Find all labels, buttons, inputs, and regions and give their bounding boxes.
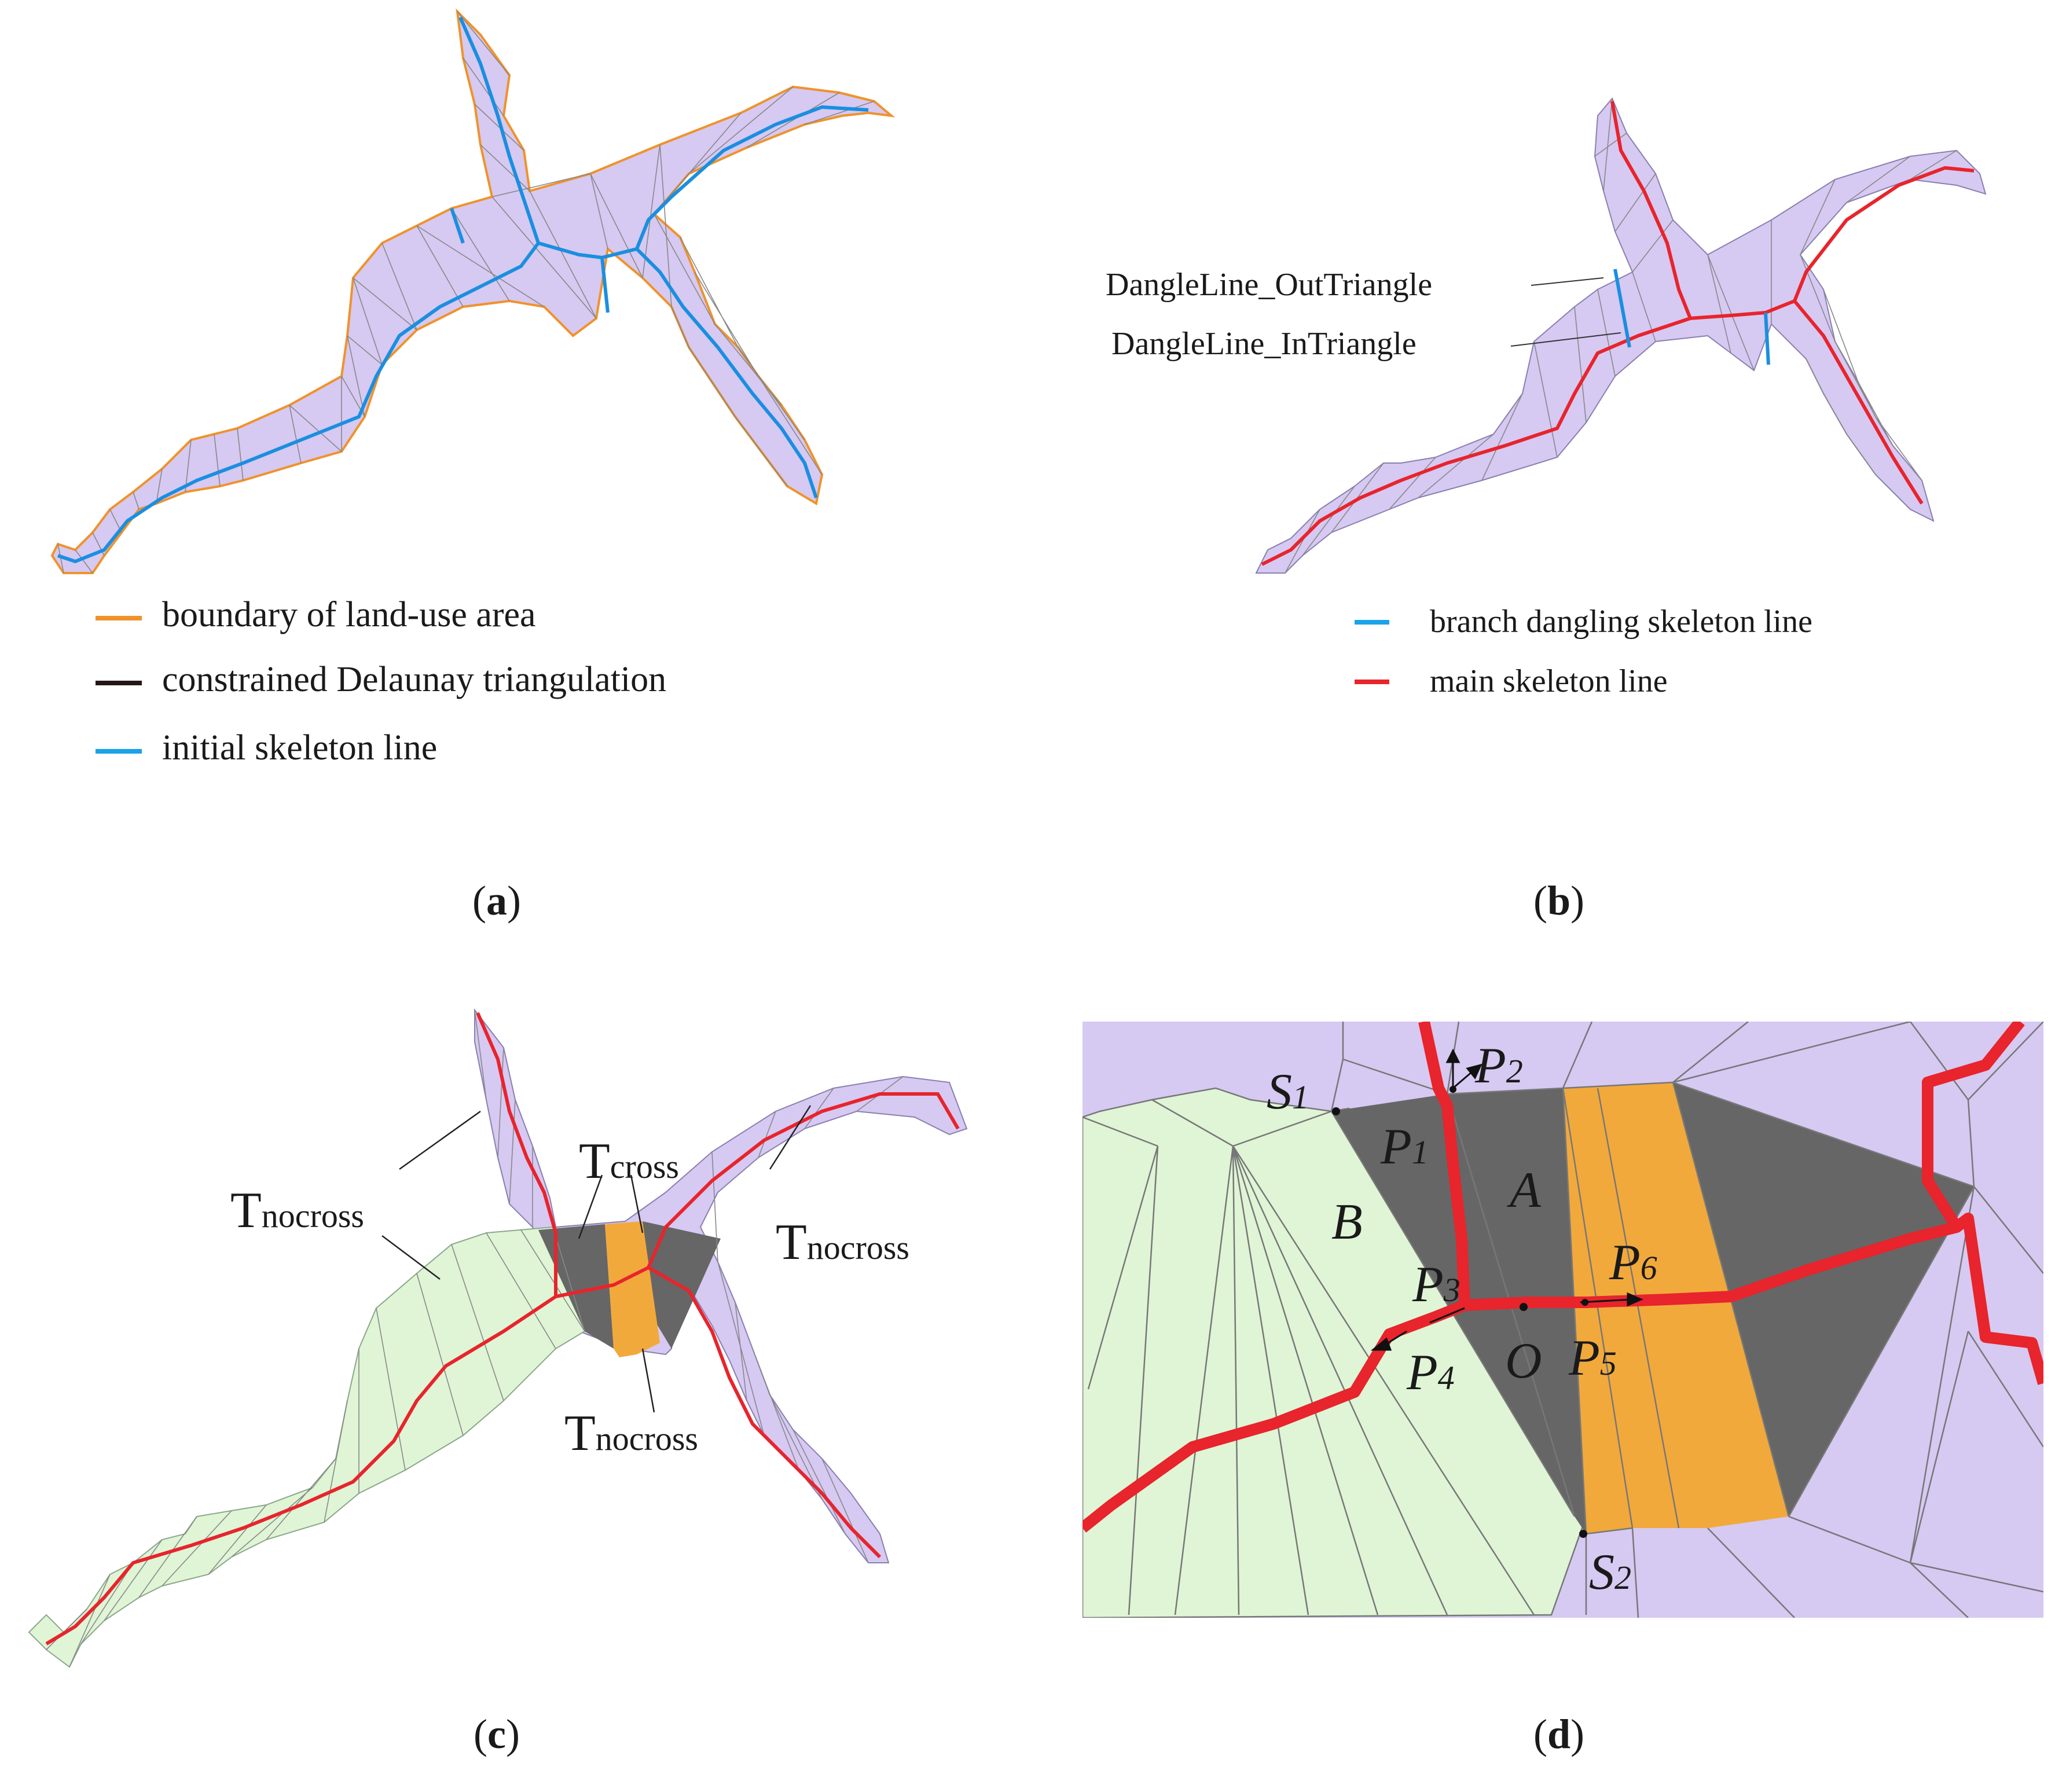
- panel-b: DangleLine_OutTriangle DangleLine_InTria…: [1106, 97, 1987, 924]
- panel-a-skeleton: [57, 16, 869, 563]
- label-t-cross: Tcross: [579, 1133, 679, 1189]
- legend-label-boundary: boundary of land-use area: [162, 595, 536, 634]
- label-p5: P5: [1568, 1330, 1617, 1386]
- callout-out-triangle: DangleLine_OutTriangle: [1106, 267, 1432, 303]
- label-t-nocross-left: Tnocross: [230, 1183, 364, 1239]
- callout-in-leader: [1510, 332, 1621, 347]
- label-b: B: [1331, 1194, 1363, 1250]
- label-t-nocross-right: Tnocross: [776, 1214, 909, 1270]
- panel-c-skeleton: [45, 1012, 960, 1646]
- caption-c: (c): [474, 1711, 520, 1757]
- label-s2: S2: [1589, 1544, 1631, 1600]
- panel-b-legend: branch dangling skeleton line main skele…: [1355, 604, 1812, 699]
- label-o: O: [1505, 1333, 1542, 1389]
- panel-a: boundary of land-use area constrained De…: [50, 8, 896, 924]
- label-t-nocross-bottom: Tnocross: [564, 1405, 698, 1461]
- panel-a-legend: boundary of land-use area constrained De…: [96, 595, 666, 768]
- panel-d-arrows: [1370, 1048, 1643, 1351]
- caption-b: (b): [1533, 877, 1584, 924]
- label-s1: S1: [1267, 1064, 1309, 1120]
- panel-d-labels: S1 S2 P2 P1 P3 P4 P5 P6 O A B: [1267, 1038, 1657, 1600]
- panel-c-labels: Tnocross Tcross Tnocross Tnocross: [230, 1133, 909, 1461]
- callout-out-leader: [1531, 277, 1604, 286]
- panel-d-orange-band: [1563, 1082, 1789, 1534]
- legend-label-branch: branch dangling skeleton line: [1430, 604, 1812, 640]
- panel-d: S1 S2 P2 P1 P3 P4 P5 P6 O A B (d): [1082, 1022, 2043, 1757]
- panel-b-polygon: [1255, 97, 1987, 574]
- panel-b-callouts: DangleLine_OutTriangle DangleLine_InTria…: [1106, 267, 1621, 362]
- legend-label-triangulation: constrained Delaunay triangulation: [162, 660, 666, 699]
- panel-a-triangulation: [57, 11, 875, 574]
- label-p3: P3: [1412, 1257, 1460, 1313]
- label-p4: P4: [1406, 1345, 1455, 1401]
- panel-c: Tnocross Tcross Tnocross Tnocross (c): [28, 1008, 968, 1757]
- legend-label-skeleton: initial skeleton line: [162, 728, 437, 768]
- label-p6: P6: [1609, 1235, 1657, 1291]
- label-a: A: [1507, 1162, 1542, 1218]
- legend-label-main: main skeleton line: [1430, 663, 1668, 699]
- panel-d-points: [1332, 1086, 1588, 1538]
- label-p2: P2: [1474, 1038, 1523, 1094]
- panel-c-leaders: [381, 1105, 812, 1413]
- panel-b-skeleton: [1261, 101, 1975, 566]
- callout-in-triangle: DangleLine_InTriangle: [1111, 326, 1417, 362]
- caption-d: (d): [1533, 1711, 1584, 1757]
- panel-c-green-region: [28, 1226, 592, 1668]
- label-p1: P1: [1380, 1119, 1429, 1175]
- panel-b-triangulation: [1285, 98, 1957, 574]
- caption-a: (a): [472, 877, 521, 924]
